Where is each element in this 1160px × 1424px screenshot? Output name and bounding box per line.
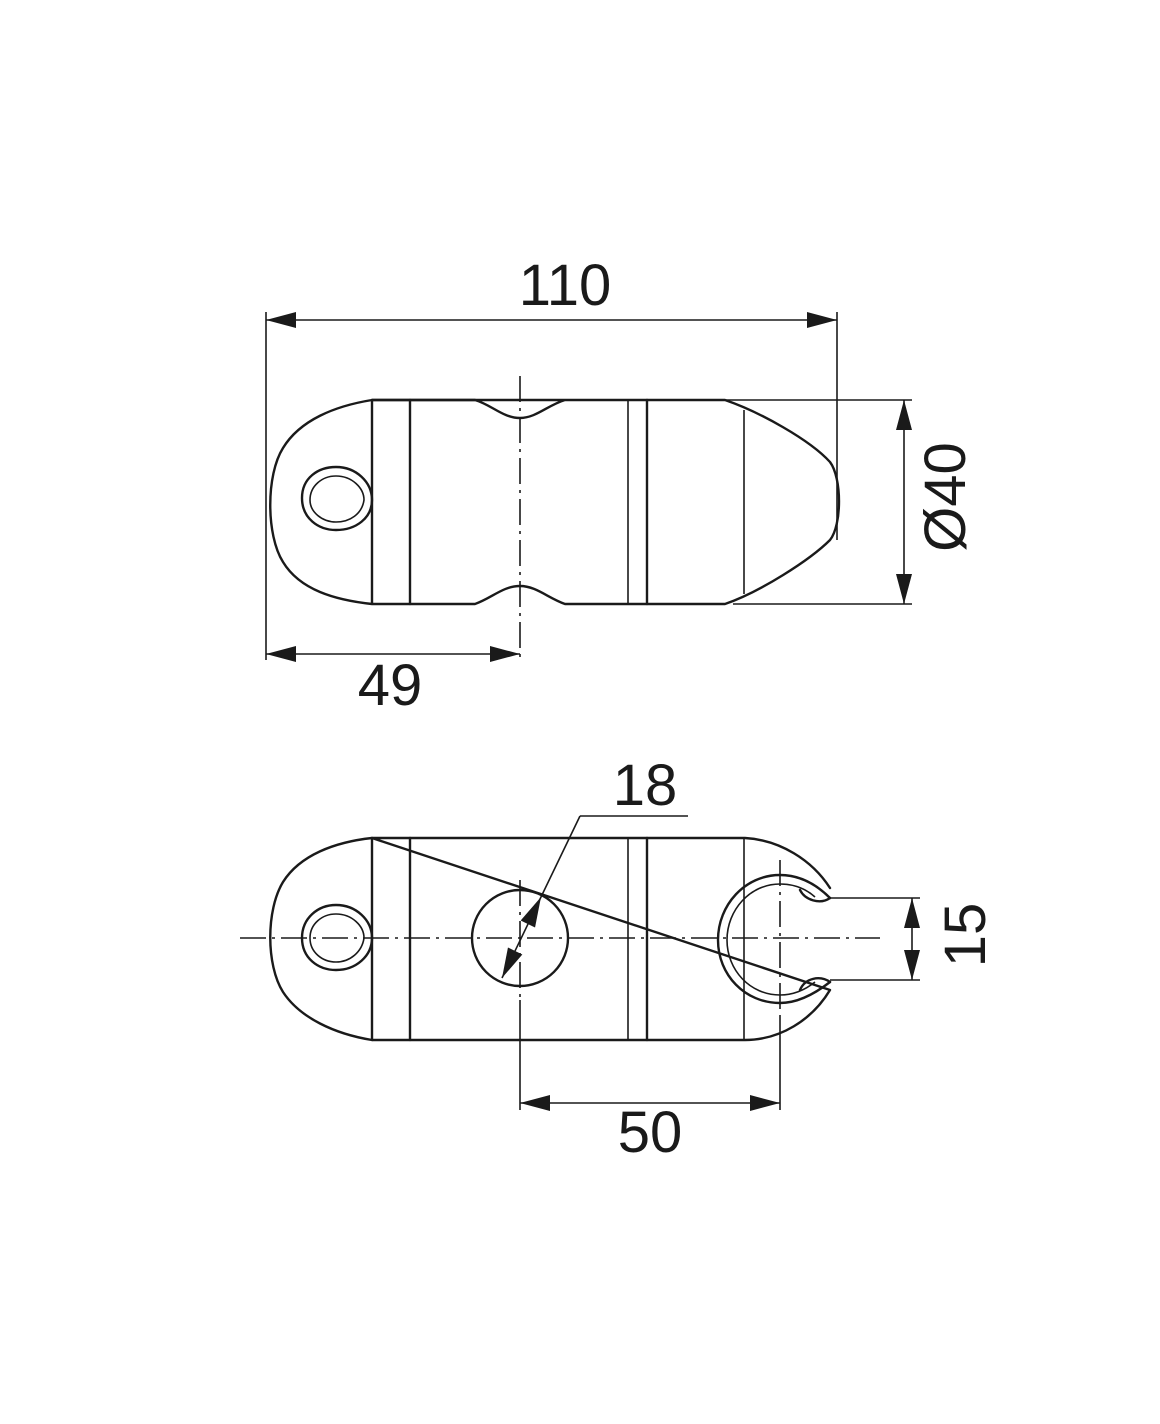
dimension-slot-width: 15 <box>830 897 998 981</box>
dimension-label-50: 50 <box>618 1100 683 1165</box>
dimension-hole-diameter: 18 <box>494 753 688 982</box>
dimension-hole-spacing: 50 <box>519 1000 781 1165</box>
top-view <box>269 376 841 662</box>
hose-clip-outer <box>716 873 832 1005</box>
dimension-center-offset: 49 <box>266 646 520 718</box>
dimension-label-15: 15 <box>933 903 998 968</box>
dimension-label-18: 18 <box>613 753 678 818</box>
dimension-label-110: 110 <box>519 253 611 318</box>
eyelet-inner <box>309 475 365 523</box>
dimension-overall-length: 110 <box>265 253 838 660</box>
bottom-view-outline <box>269 836 832 1042</box>
hose-clip-inner <box>726 883 816 996</box>
bottom-view <box>240 836 880 1042</box>
eyelet-outer <box>300 465 374 532</box>
dimension-diameter: Ø40 <box>725 399 978 605</box>
top-view-outline <box>269 398 841 606</box>
dimension-label-diameter: Ø40 <box>913 442 978 552</box>
dimension-label-49: 49 <box>358 653 423 718</box>
